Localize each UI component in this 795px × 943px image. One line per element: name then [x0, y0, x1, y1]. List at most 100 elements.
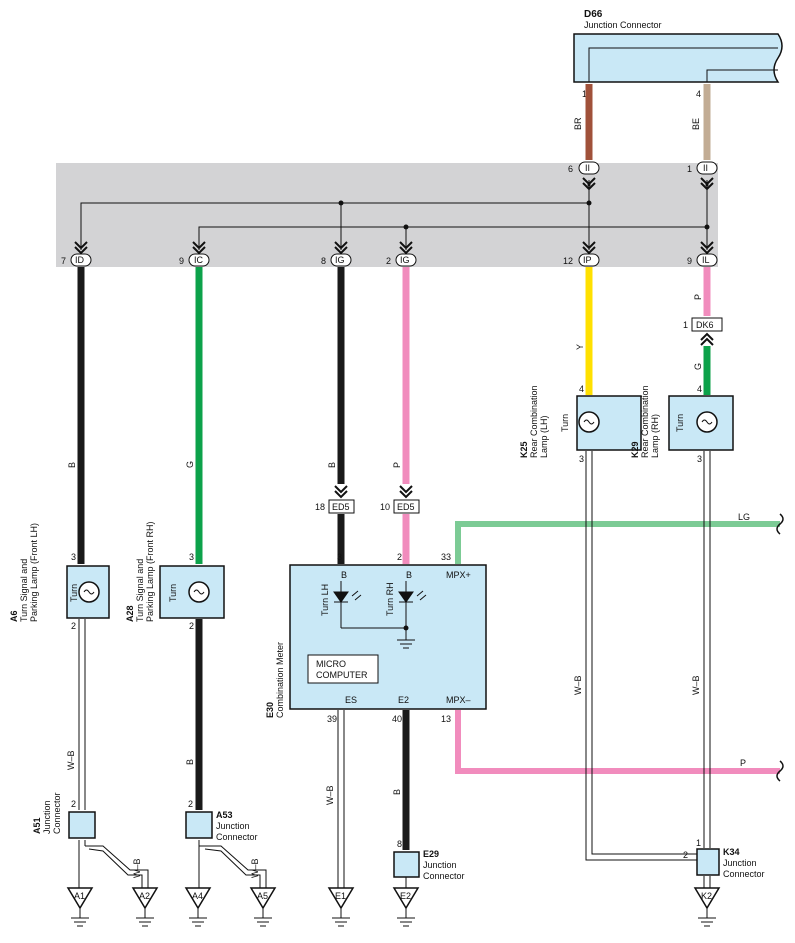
svg-text:ID: ID	[75, 255, 85, 265]
svg-text:MICRO: MICRO	[316, 659, 346, 669]
wire-label-b2: B	[327, 462, 337, 468]
block-pin-2: IG 2	[386, 241, 417, 267]
block-pin-9b: IL 9	[687, 241, 718, 267]
svg-text:Connector: Connector	[723, 869, 765, 879]
svg-text:MPX+: MPX+	[446, 570, 471, 580]
svg-text:E1: E1	[335, 891, 346, 901]
block-pin-9a: IC 9	[179, 241, 210, 267]
svg-text:DK6: DK6	[696, 320, 714, 330]
svg-text:Parking Lamp (Front RH): Parking Lamp (Front RH)	[145, 521, 155, 622]
svg-text:39: 39	[327, 714, 337, 724]
svg-text:Rear Combination: Rear Combination	[640, 385, 650, 458]
block-pin-1: II 1	[687, 161, 718, 191]
svg-text:1: 1	[683, 320, 688, 330]
svg-text:COMPUTER: COMPUTER	[316, 670, 368, 680]
svg-text:A2: A2	[139, 891, 150, 901]
wire-lg	[455, 521, 780, 564]
ground-k2: K2	[693, 887, 721, 927]
svg-text:Turn: Turn	[69, 584, 79, 602]
junction-block	[56, 163, 718, 267]
svg-text:Turn Signal and: Turn Signal and	[135, 559, 145, 622]
svg-text:2: 2	[397, 552, 402, 562]
wire-label-be: BE	[691, 118, 701, 130]
connector-dk6: DK6 1	[683, 317, 723, 346]
wire-label-g2: G	[693, 363, 703, 370]
svg-text:ES: ES	[345, 695, 357, 705]
svg-text:E2: E2	[400, 891, 411, 901]
svg-text:A6: A6	[9, 610, 19, 622]
svg-text:Connector: Connector	[423, 871, 465, 881]
svg-text:Combination Meter: Combination Meter	[275, 642, 285, 718]
svg-text:Parking Lamp (Front LH): Parking Lamp (Front LH)	[29, 523, 39, 622]
svg-text:3: 3	[189, 552, 194, 562]
svg-text:IP: IP	[583, 255, 592, 265]
svg-text:A1: A1	[74, 891, 85, 901]
svg-text:2: 2	[386, 256, 391, 266]
svg-text:Junction: Junction	[42, 800, 52, 834]
svg-text:Turn: Turn	[675, 414, 685, 432]
wire-label-lg: LG	[738, 512, 750, 522]
svg-text:9: 9	[687, 256, 692, 266]
lamp-k25: Turn 4 3 K25 Rear Combination Lamp (LH)	[519, 384, 642, 464]
svg-text:Junction: Junction	[723, 858, 757, 868]
svg-text:MPX–: MPX–	[446, 695, 471, 705]
svg-text:1: 1	[687, 164, 692, 174]
svg-text:12: 12	[563, 256, 573, 266]
junction-internal-wiring	[80, 180, 708, 250]
svg-text:K34: K34	[723, 847, 740, 857]
wire-label-p3: P	[740, 758, 746, 768]
svg-text:Rear Combination: Rear Combination	[529, 385, 539, 458]
svg-text:B: B	[406, 570, 412, 580]
svg-text:18: 18	[315, 502, 325, 512]
ground-a4: A4	[184, 887, 212, 927]
ground-e1: E1	[327, 887, 355, 927]
svg-text:A4: A4	[192, 891, 203, 901]
connector-d66: D66 Junction Connector 1 4	[573, 9, 783, 99]
wire-label-wb1: W–B	[66, 750, 76, 770]
block-pin-8: IG 8	[321, 241, 352, 267]
svg-text:IG: IG	[400, 255, 410, 265]
ground-a2: A2	[131, 887, 159, 927]
wire-label-p1: P	[392, 462, 402, 468]
svg-text:IL: IL	[702, 255, 710, 265]
svg-text:33: 33	[441, 552, 451, 562]
junction-a53: 2 A53 Junction Connector	[185, 799, 258, 842]
svg-text:8: 8	[397, 839, 402, 849]
svg-text:2: 2	[189, 621, 194, 631]
svg-text:A5: A5	[257, 891, 268, 901]
svg-text:B: B	[341, 570, 347, 580]
svg-text:IC: IC	[194, 255, 204, 265]
block-pin-7: ID 7	[61, 241, 92, 267]
svg-text:E30: E30	[265, 702, 275, 718]
svg-text:Turn LH: Turn LH	[320, 584, 330, 616]
wire-label-p2: P	[693, 294, 703, 300]
svg-text:4: 4	[697, 384, 702, 394]
wire-label-wb2: W–B	[325, 785, 335, 805]
svg-text:K2: K2	[701, 891, 712, 901]
svg-text:8: 8	[321, 256, 326, 266]
svg-text:Lamp (RH): Lamp (RH)	[650, 414, 660, 458]
svg-text:2: 2	[71, 621, 76, 631]
wire-label-b1: B	[67, 462, 77, 468]
wire-p-mpx	[455, 710, 780, 774]
svg-text:Connector: Connector	[52, 792, 62, 834]
ground-e2: E2	[392, 887, 420, 927]
svg-text:2: 2	[71, 799, 76, 809]
wire-label-wb4: W–B	[691, 675, 701, 695]
svg-text:Junction: Junction	[216, 821, 250, 831]
junction-k34: 1 2 K34 Junction Connector	[683, 838, 765, 879]
wire-label-br: BR	[573, 117, 583, 130]
svg-text:1: 1	[696, 838, 701, 848]
ground-a5: A5	[249, 887, 277, 927]
svg-text:Junction: Junction	[423, 860, 457, 870]
block-pin-6: II 6	[568, 161, 600, 191]
svg-text:A51: A51	[32, 817, 42, 834]
svg-text:3: 3	[337, 552, 342, 562]
svg-text:Turn Signal and: Turn Signal and	[19, 559, 29, 622]
svg-text:II: II	[585, 163, 590, 173]
wire-label-g1: G	[185, 461, 195, 468]
svg-text:Turn: Turn	[168, 584, 178, 602]
svg-text:13: 13	[441, 714, 451, 724]
svg-text:3: 3	[697, 454, 702, 464]
